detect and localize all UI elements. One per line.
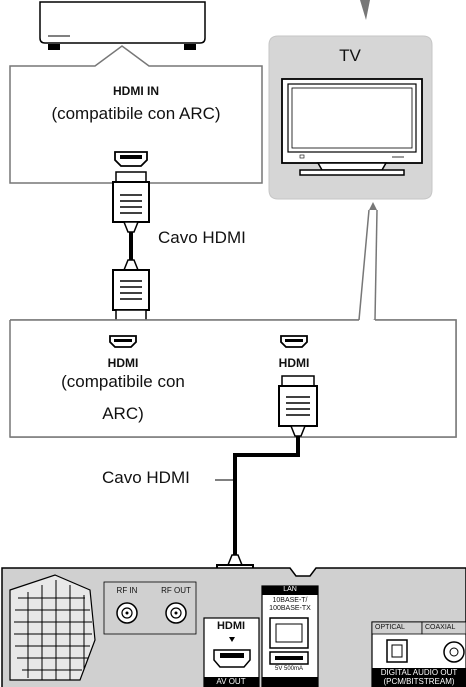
amplifier-port-note: (compatibile con ARC): [51, 104, 221, 123]
optical-label: OPTICAL: [375, 624, 405, 631]
av-out-label: AV OUT: [216, 677, 246, 686]
player-back-panel: [1, 567, 466, 687]
middle-left-port-note-2: ARC): [102, 404, 144, 423]
tv-icon: [281, 78, 423, 176]
hdmi-logo: HDMI: [216, 620, 246, 632]
av-out-hdmi-port: [213, 649, 251, 668]
middle-right-port-title: HDMI: [278, 356, 310, 370]
middle-callout: [9, 319, 457, 438]
cable-bottom-label: Cavo HDMI: [102, 468, 190, 487]
digital-out-label-1: DIGITAL AUDIO OUT: [380, 668, 458, 677]
hdmi-cable-top: [112, 171, 150, 323]
fan-grille: [9, 574, 96, 681]
amplifier-port-title: HDMI IN: [113, 84, 159, 98]
middle-left-port-title: HDMI: [107, 356, 139, 370]
rf-in-label: RF IN: [116, 586, 138, 595]
lan-spec-2: 100BASE-TX: [269, 605, 311, 612]
cable-top-label: Cavo HDMI: [158, 228, 246, 247]
digital-out-label-2: (PCM/BITSTREAM): [383, 677, 455, 686]
lan-spec-1: 10BASE-T/: [272, 597, 308, 604]
tv-label: TV: [339, 46, 361, 65]
coaxial-label: COAXIAL: [425, 624, 456, 631]
lan-label: LAN: [283, 586, 297, 593]
usb-rating: 5V 500mA: [275, 666, 304, 672]
amplifier-device: [39, 1, 206, 50]
arrow-down-icon: [360, 0, 370, 20]
middle-left-port-note-1: (compatibile con: [61, 372, 185, 391]
rf-out-label: RF OUT: [161, 586, 191, 595]
amplifier-callout: [9, 45, 263, 184]
